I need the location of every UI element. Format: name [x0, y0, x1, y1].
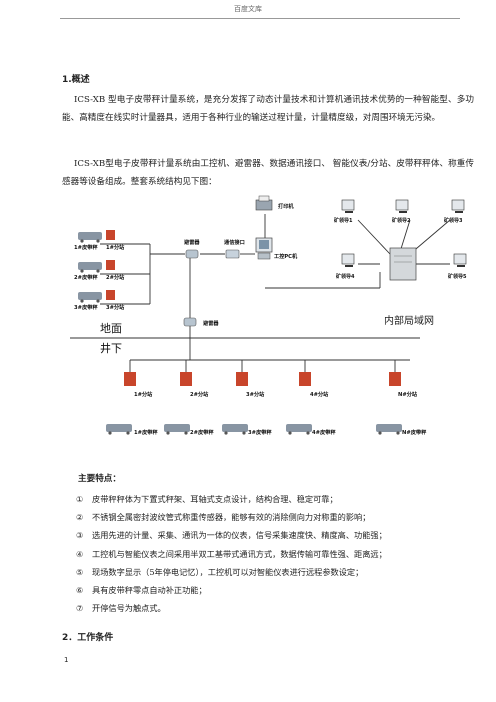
- surface-label: 地面: [100, 322, 122, 335]
- belt-scale-icon: [286, 424, 312, 432]
- station-icon: [106, 290, 115, 300]
- svg-text:4#分站: 4#分站: [310, 390, 329, 398]
- section-heading-working-conditions: 2．工作条件: [62, 633, 114, 643]
- svg-text:矿领导1: 矿领导1: [334, 217, 353, 224]
- underground-scale-3: 3#皮带秤: [222, 424, 272, 436]
- station-icon: [180, 372, 192, 386]
- belt-scale-icon: [78, 262, 102, 270]
- header-rule: [60, 18, 460, 19]
- svg-text:3#皮带秤: 3#皮带秤: [248, 428, 272, 436]
- svg-text:工控PC机: 工控PC机: [274, 252, 298, 260]
- station-icon: [106, 260, 115, 270]
- svg-text:矿领导4: 矿领导4: [336, 273, 355, 280]
- station-icon: [236, 372, 248, 386]
- underground-station-2: 2#分站: [180, 372, 209, 398]
- underground-station-n: N#分站: [389, 372, 418, 398]
- svg-text:1#皮带秤: 1#皮带秤: [134, 428, 158, 436]
- computer-icon: [341, 253, 355, 265]
- underground-scale-1: 1#皮带秤: [106, 424, 158, 436]
- industrial-pc: 工控PC机: [255, 237, 298, 260]
- belt-scale-icon: [78, 232, 102, 240]
- server-icon: [389, 247, 417, 281]
- left-station-label: 1#分站: [106, 243, 125, 251]
- leader-terminal-3: 矿领导3: [444, 199, 465, 224]
- page-number: 1: [64, 656, 69, 664]
- header-site-name: 百度文库: [234, 5, 262, 13]
- svg-text:通信接口: 通信接口: [224, 238, 245, 246]
- left-group-3: 3#皮带秤 3#分站: [74, 290, 125, 311]
- svg-text:N#分站: N#分站: [398, 390, 418, 398]
- lan-label: 内部局域网: [384, 314, 434, 327]
- lan-server: [389, 247, 417, 281]
- leader-terminal-5: 矿领导5: [448, 253, 467, 280]
- system-structure-diagram: 1#皮带秤 1#分站 2#皮带秤 2#分站 3#皮带秤 3#分站 避雷器 通信接…: [70, 195, 467, 436]
- svg-text:2#皮带秤: 2#皮带秤: [190, 428, 214, 436]
- svg-text:矿领导5: 矿领导5: [448, 273, 467, 280]
- belt-scale-icon: [376, 424, 402, 432]
- svg-text:避雷器: 避雷器: [203, 319, 219, 327]
- computer-icon: [395, 199, 409, 211]
- svg-text:打印机: 打印机: [278, 202, 294, 210]
- svg-text:矿领导2: 矿领导2: [392, 217, 411, 224]
- underground-station-4: 4#分站: [299, 372, 329, 398]
- belt-scale-icon: [222, 424, 248, 432]
- svg-text:4#皮带秤: 4#皮带秤: [312, 428, 336, 436]
- left-scale-label: 1#皮带秤: [74, 243, 98, 251]
- svg-text:1#分站: 1#分站: [134, 390, 153, 398]
- leader-terminal-2: 矿领导2: [392, 199, 411, 224]
- lightning-protector-mid: 避雷器: [183, 317, 219, 327]
- leader-terminal-4: 矿领导4: [336, 253, 355, 280]
- computer-icon: [453, 253, 467, 265]
- left-scale-label: 2#皮带秤: [74, 273, 98, 281]
- underground-scale-4: 4#皮带秤: [286, 424, 336, 436]
- svg-text:矿领导3: 矿领导3: [444, 217, 463, 224]
- belt-scale-icon: [106, 424, 132, 432]
- station-icon: [389, 372, 401, 386]
- svg-text:3#分站: 3#分站: [246, 390, 265, 398]
- belt-scale-icon: [78, 292, 102, 300]
- underground-scale-2: 2#皮带秤: [164, 424, 214, 436]
- page-header: 百度文库: [0, 0, 496, 30]
- station-icon: [299, 372, 311, 386]
- connection-lines: [100, 214, 451, 372]
- svg-text:N#皮带秤: N#皮带秤: [402, 428, 427, 436]
- underground-station-1: 1#分站: [124, 372, 153, 398]
- underground-label: 井下: [100, 341, 122, 355]
- underground-scale-n: N#皮带秤: [376, 424, 427, 436]
- left-station-label: 3#分站: [106, 303, 125, 311]
- svg-text:2#分站: 2#分站: [190, 390, 209, 398]
- left-group-1: 1#皮带秤 1#分站: [74, 230, 125, 251]
- leader-terminal-1: 矿领导1: [334, 199, 355, 224]
- belt-scale-icon: [164, 424, 190, 432]
- printer-icon: [255, 199, 273, 211]
- section-heading-overview: 1.概述: [62, 75, 90, 85]
- left-station-label: 2#分站: [106, 273, 125, 281]
- overview-paragraph-1: ICS-XB 型电子皮带秤计量系统，是充分发挥了动态计量技术和计算机通讯技术优势…: [62, 95, 474, 123]
- left-group-2: 2#皮带秤 2#分站: [74, 260, 125, 281]
- features-title: 主要特点：: [78, 474, 121, 484]
- comm-interface: 通信接口: [224, 238, 245, 259]
- overview-paragraph-2: ICS-XB型电子皮带秤计量系统由工控机、避雷器、数据通讯接口、 智能仪表/分站…: [62, 159, 474, 187]
- underground-station-3: 3#分站: [236, 372, 265, 398]
- svg-text:避雷器: 避雷器: [184, 238, 200, 246]
- station-icon: [106, 230, 115, 240]
- keyboard-icon: [257, 252, 271, 260]
- computer-icon: [451, 199, 465, 211]
- computer-icon: [341, 199, 355, 211]
- station-icon: [124, 372, 136, 386]
- printer: 打印机: [255, 195, 294, 211]
- left-scale-label: 3#皮带秤: [74, 303, 98, 311]
- lightning-protector-top: 避雷器: [184, 238, 200, 259]
